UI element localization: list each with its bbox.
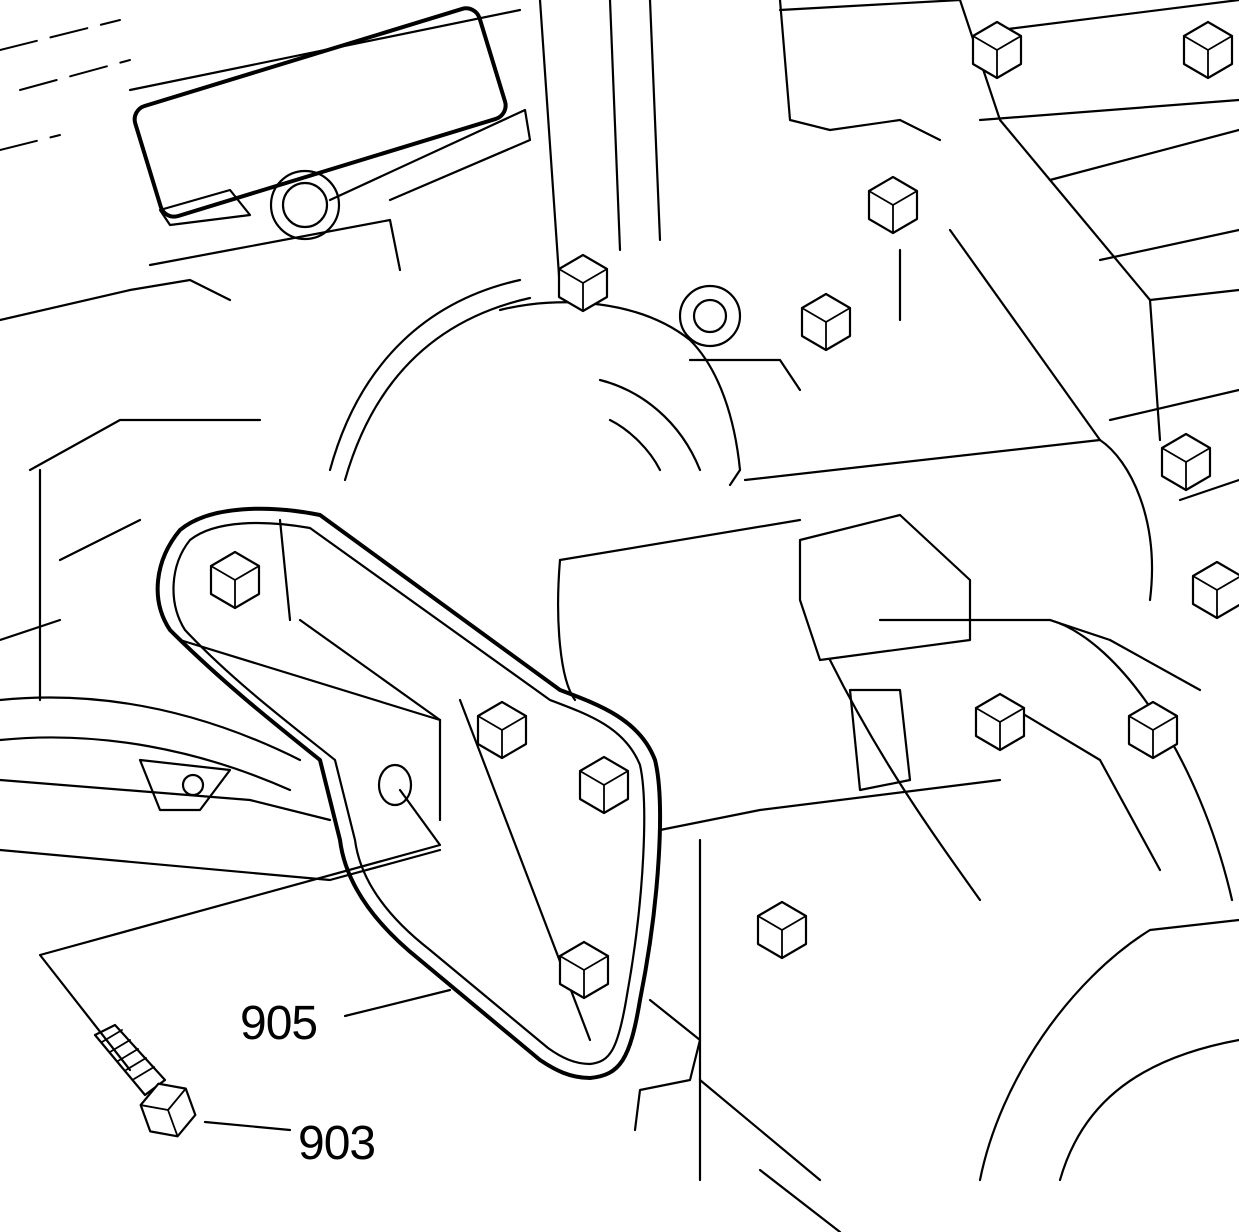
bolt-icon <box>1191 560 1239 620</box>
callout-905: 905 <box>240 997 318 1050</box>
bolt-icon <box>209 550 261 610</box>
case-bolts <box>209 20 1239 1000</box>
bolt-icon <box>578 755 630 815</box>
bolt-icon <box>1160 432 1212 492</box>
bolt-icon <box>476 700 528 760</box>
bolt-icon <box>800 292 852 352</box>
leader-lines <box>38 788 452 1132</box>
bolt-icon <box>1182 20 1234 80</box>
bolt-icon <box>558 940 610 1000</box>
bolt-icon <box>971 20 1023 80</box>
transmission-mount-bracket <box>155 506 662 1080</box>
transmission-lower-housing <box>0 696 1002 1232</box>
transmission-case-upper <box>0 6 532 702</box>
transmission-bell-housing <box>328 0 1102 702</box>
callout-903: 903 <box>298 1117 376 1170</box>
bolt-icon <box>1127 700 1179 760</box>
bolt-icon <box>867 175 919 235</box>
bolt-icon <box>756 900 808 960</box>
bolt-icon <box>134 1074 202 1146</box>
bolt-903 <box>93 1023 202 1146</box>
bolt-icon <box>974 692 1026 752</box>
output-housing <box>798 513 1239 1182</box>
transmission-case-right <box>898 0 1239 602</box>
